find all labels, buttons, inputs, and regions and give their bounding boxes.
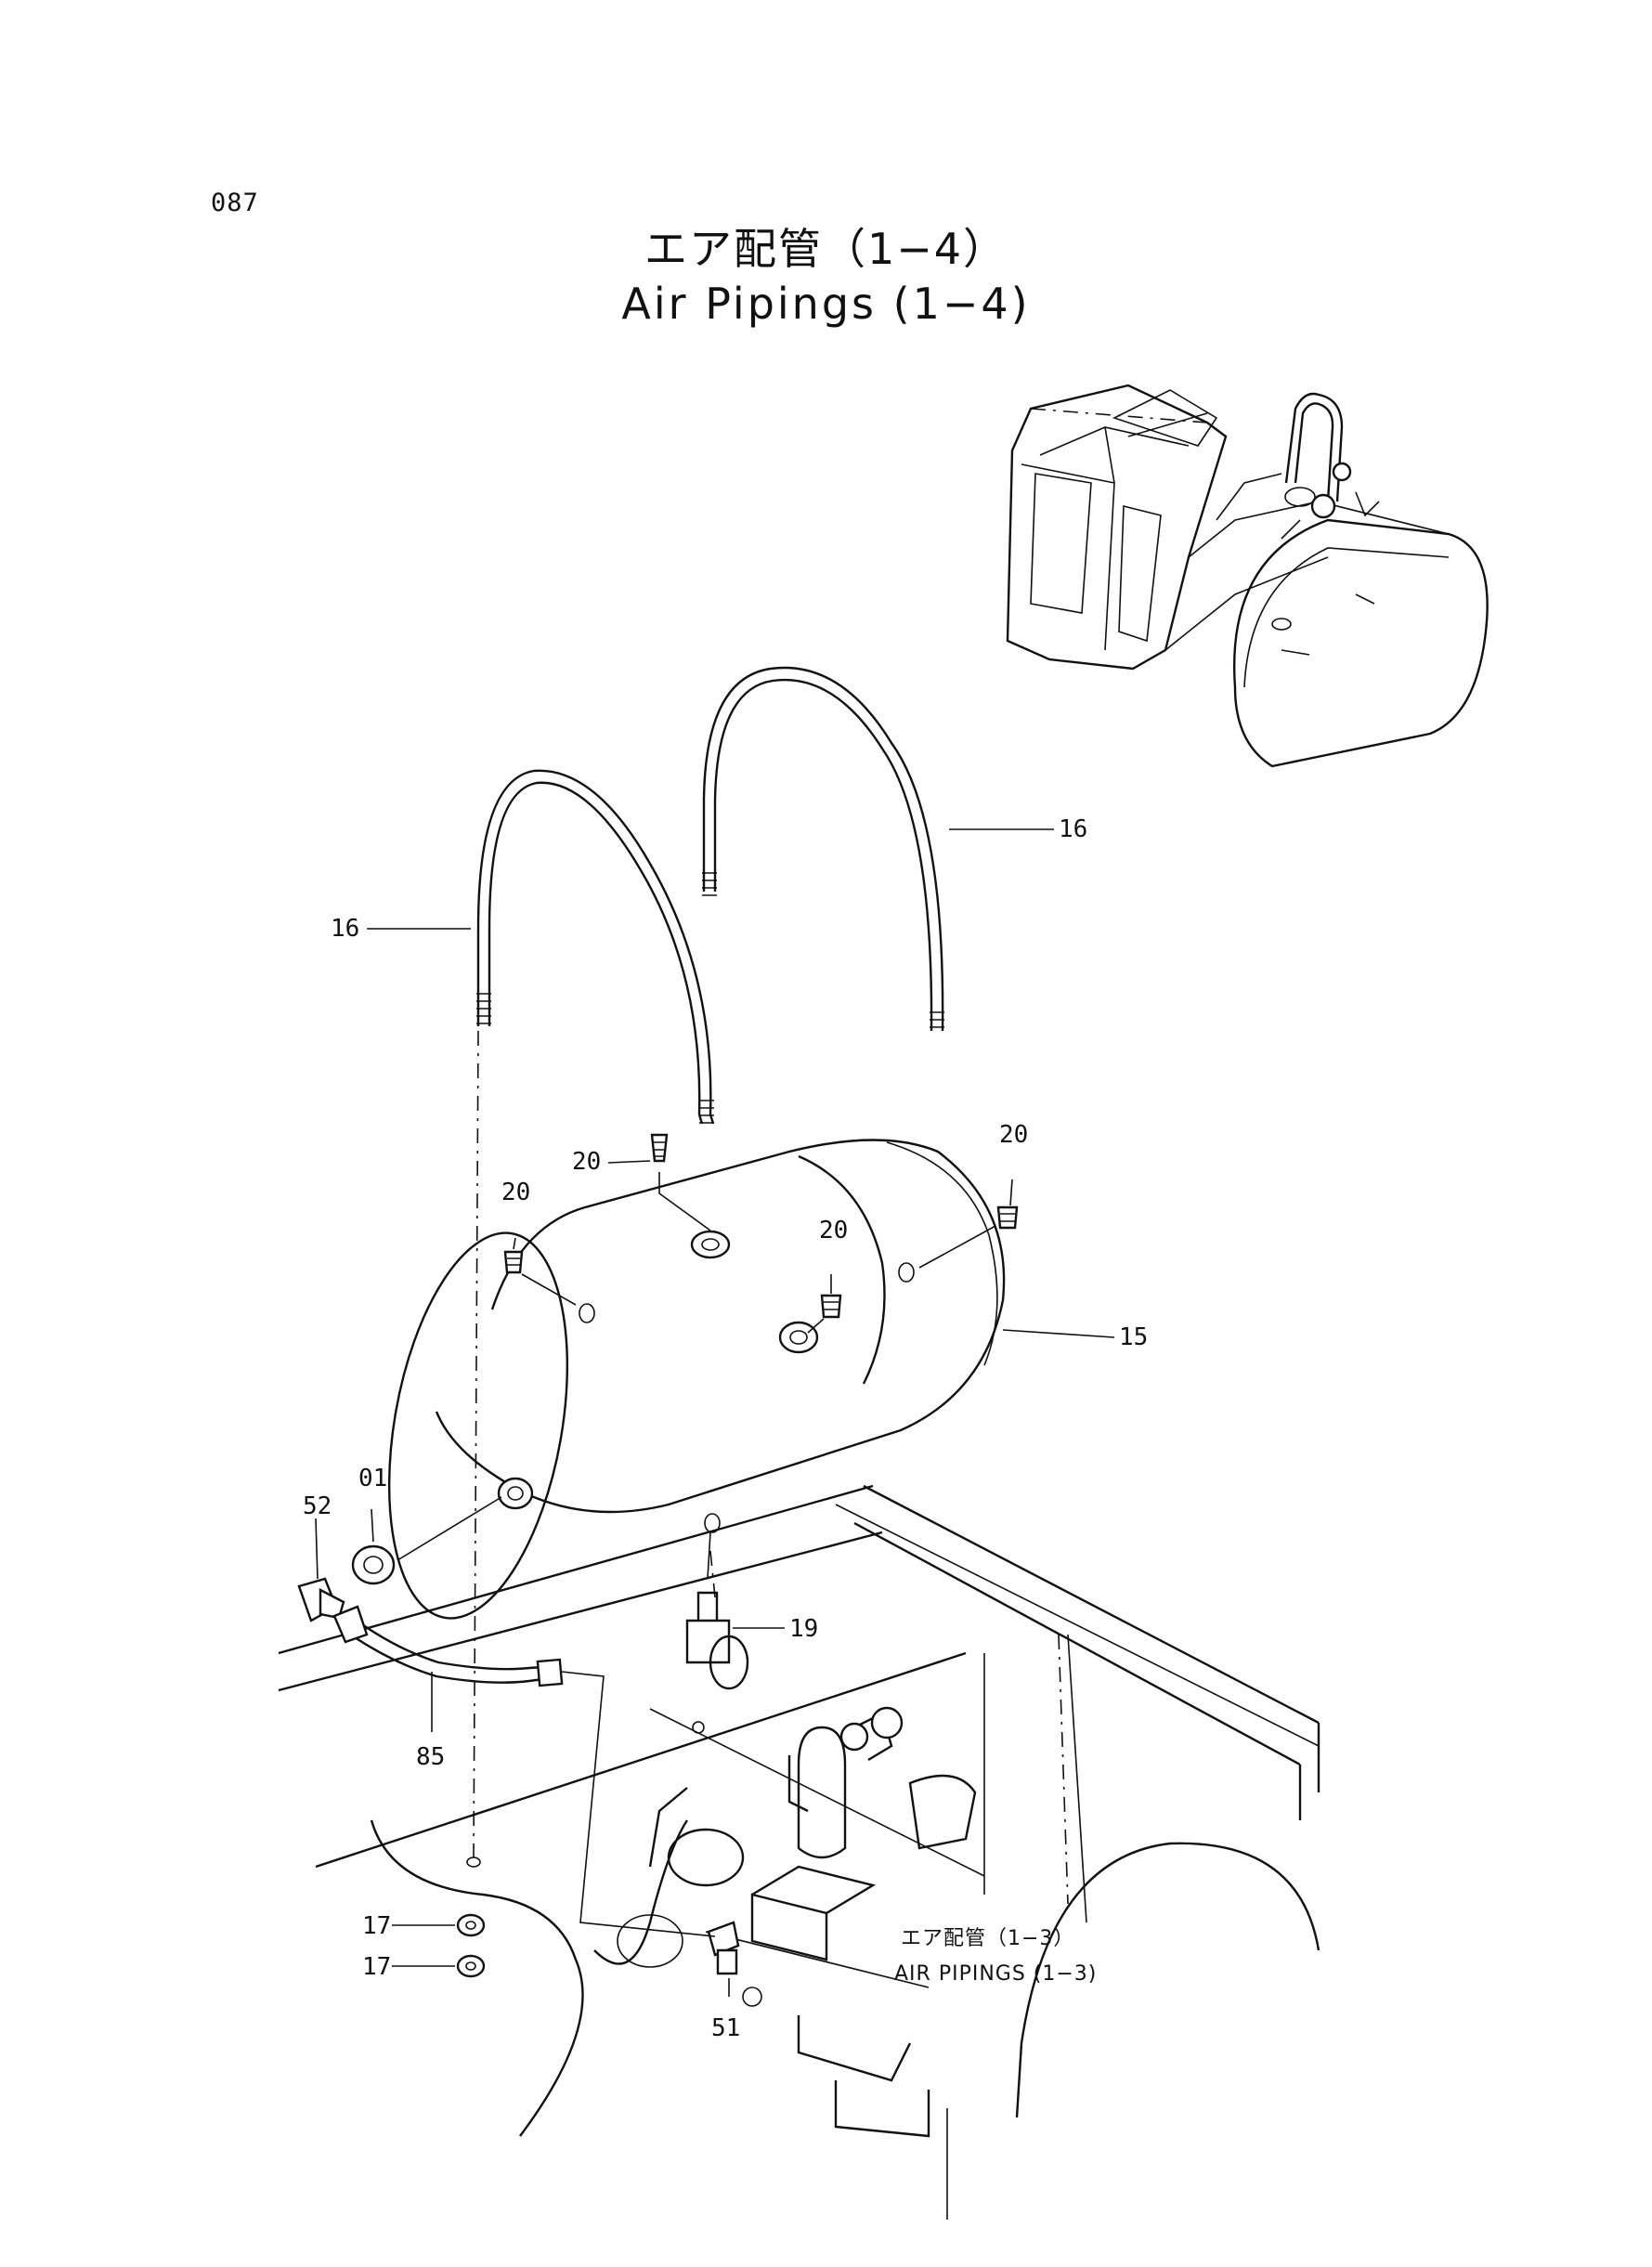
hose-85	[332, 1605, 564, 1687]
callout-20-center: 20	[819, 1217, 848, 1244]
callout-20-top-center: 20	[572, 1148, 601, 1176]
callout-85: 85	[416, 1743, 445, 1771]
callout-16-right: 16	[1059, 815, 1087, 843]
callout-17-upper: 17	[362, 1912, 391, 1940]
callout-16-left: 16	[331, 915, 359, 943]
callout-17-lower: 17	[362, 1953, 391, 1981]
callout-52: 52	[303, 1492, 332, 1520]
title-japanese: エア配管（1−4）	[644, 224, 1008, 274]
leader-lines	[315, 828, 1115, 1997]
title-english: Air Pipings (1−4)	[621, 279, 1031, 329]
air-tank-15	[387, 1139, 1006, 1620]
air-pipe-16-right	[702, 666, 944, 1032]
reference-english: AIR PIPINGS (1−3)	[894, 1962, 1097, 1986]
reference-japanese: エア配管（1−3）	[901, 1927, 1074, 1950]
air-pipe-16-left	[476, 769, 715, 1125]
adapter-01-and-elbow-52	[297, 1544, 396, 1622]
page-number: 087	[211, 189, 259, 217]
base-frame-illustration	[278, 1484, 1320, 2220]
callout-51: 51	[711, 2014, 740, 2042]
drain-valve-19	[685, 1591, 749, 1690]
nuts-17	[456, 1913, 486, 1978]
callout-20-left: 20	[501, 1179, 530, 1206]
callout-01: 01	[358, 1465, 387, 1492]
callout-20-right: 20	[999, 1121, 1028, 1149]
machine-overview-illustration	[1006, 384, 1489, 768]
callout-19: 19	[789, 1615, 818, 1643]
elbow-51	[707, 1921, 740, 1975]
plugs-20	[503, 1133, 1019, 1319]
callout-15: 15	[1119, 1323, 1148, 1351]
